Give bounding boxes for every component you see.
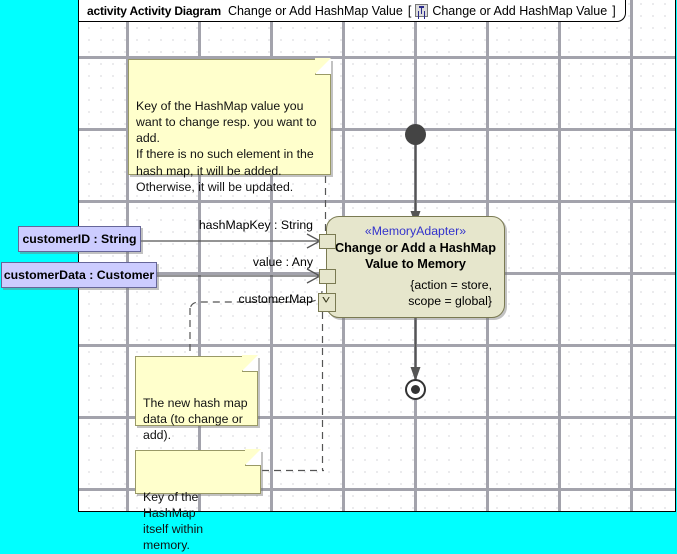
note-text: Key of the HashMap value you want to cha… <box>136 98 317 195</box>
initial-node[interactable] <box>405 124 426 145</box>
frame-bracket-open: [ <box>407 3 412 18</box>
note-new-hashmap-data[interactable]: The new hash map data (to change or add)… <box>135 355 258 442</box>
note-text: Key of the HashMap itself within memory. <box>143 489 204 553</box>
param-label: customerID : String <box>22 232 137 246</box>
pin-value[interactable] <box>319 269 336 284</box>
action-title: Change or Add a HashMap Value to Memory <box>335 241 496 271</box>
action-stereotype: «MemoryAdapter» <box>364 224 467 238</box>
param-customer-id[interactable]: customerID : String <box>18 226 141 252</box>
frame-bracket-close: ] <box>612 3 616 18</box>
note-key-description[interactable]: Key of the HashMap value you want to cha… <box>128 58 331 194</box>
frame-inner-name: Change or Add HashMap Value <box>432 3 608 18</box>
activity-final-node[interactable] <box>405 379 426 400</box>
param-customer-data[interactable]: customerData : Customer <box>1 262 157 288</box>
pin-label-customer-map: customerMap <box>238 292 314 306</box>
pin-hash-map-key[interactable] <box>319 234 336 249</box>
pin-label-hash-map-key: hashMapKey : String <box>198 218 313 232</box>
note-fold-icon <box>315 58 331 75</box>
pin-label-value: value : Any <box>252 255 313 269</box>
action-properties: {action = store, scope = global} <box>408 278 492 308</box>
note-fold-icon <box>242 355 258 372</box>
action-change-or-add-hashmap-value[interactable]: «MemoryAdapter» Change or Add a HashMap … <box>326 216 505 318</box>
note-fold-icon <box>245 449 261 466</box>
frame-keyword: activity Activity Diagram <box>87 3 221 18</box>
note-hashmap-key-memory[interactable]: Key of the HashMap itself within memory. <box>135 449 261 552</box>
pin-customer-map[interactable] <box>318 293 336 312</box>
frame-name: Change or Add HashMap Value <box>227 3 403 18</box>
diagram-canvas: activity Activity Diagram Change or Add … <box>0 0 677 513</box>
param-label: customerData : Customer <box>3 268 155 282</box>
activity-diagram-icon <box>415 4 429 17</box>
frame-header[interactable]: activity Activity Diagram Change or Add … <box>78 0 626 22</box>
